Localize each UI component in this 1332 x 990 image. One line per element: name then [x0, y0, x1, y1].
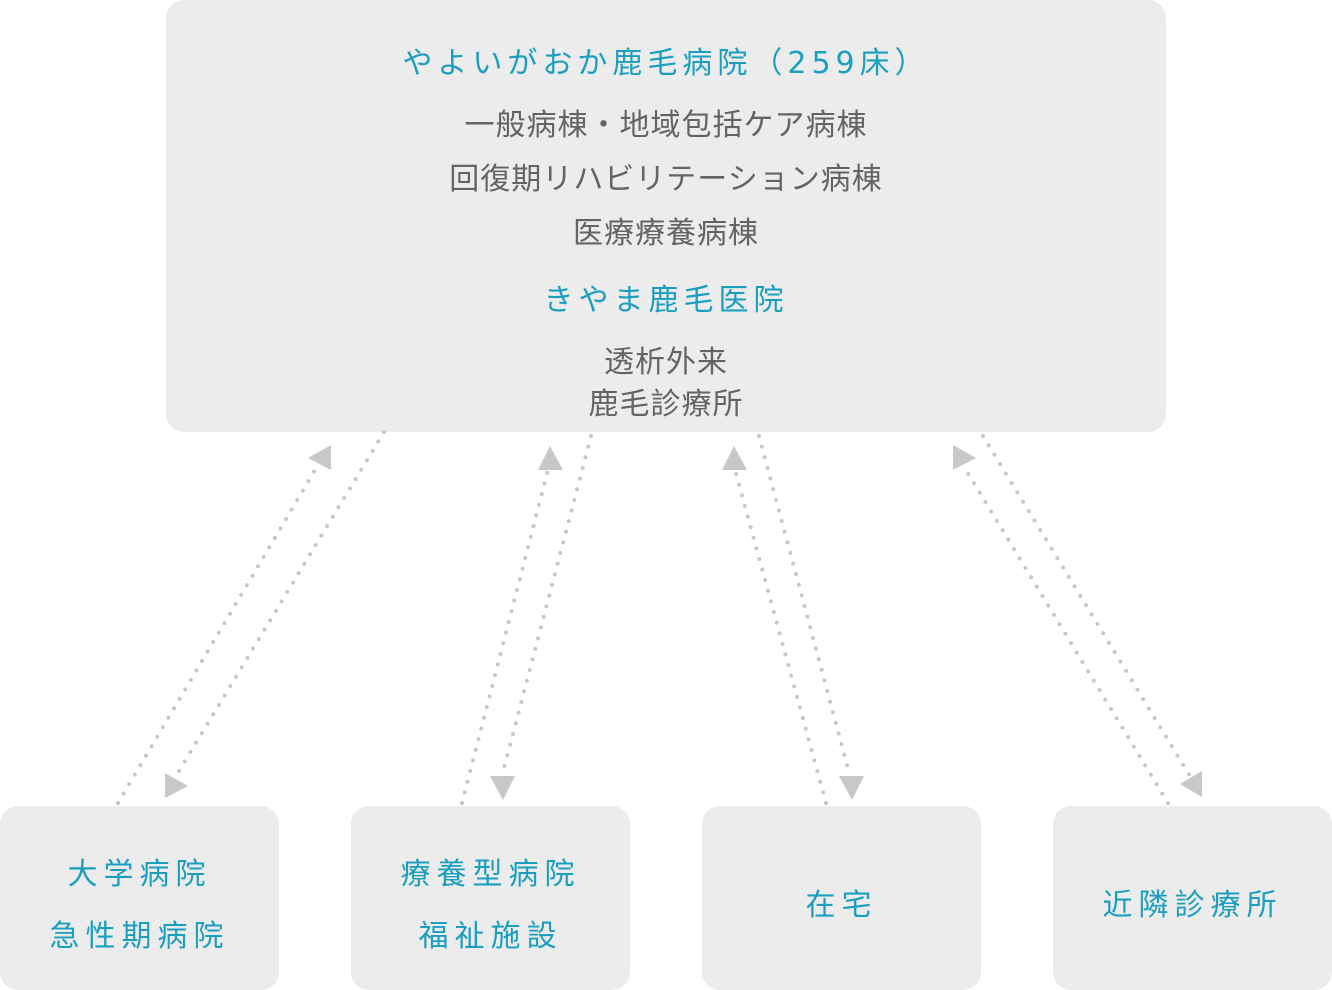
arrowhead-down-2 — [490, 776, 515, 800]
arrowhead-up-4 — [953, 445, 976, 470]
arrowhead-down-4 — [1180, 771, 1202, 797]
arrow-line-home-down — [757, 434, 852, 778]
ward-rehabilitation: 回復期リハビリテーション病棟 — [449, 162, 883, 197]
partner-home-care: 在宅 — [702, 806, 981, 990]
arrow-line-clinic-up — [964, 468, 1170, 805]
partner-nearby-clinics: 近隣診療所 — [1053, 806, 1332, 990]
arrow-line-care-down — [500, 434, 593, 778]
partner-label-line1: 大学病院 — [67, 857, 212, 892]
service-dialysis: 透析外来 — [604, 345, 728, 380]
arrowhead-up-2 — [538, 446, 563, 470]
hospital2-name: きやま鹿毛医院 — [543, 283, 789, 318]
partner-label-line1: 近隣診療所 — [1102, 888, 1283, 923]
arrowhead-down-1 — [165, 773, 188, 798]
partner-care-hospital: 療養型病院 福祉施設 — [351, 806, 630, 990]
arrow-line-university-down — [174, 430, 386, 778]
hospital1-name: やよいがおか鹿毛病院（259床） — [402, 46, 930, 81]
arrow-line-university-up — [116, 468, 317, 805]
service-clinic: 鹿毛診療所 — [588, 387, 744, 422]
arrowhead-up-1 — [308, 445, 331, 470]
main-hospital-box: やよいがおか鹿毛病院（259床） 一般病棟・地域包括ケア病棟 回復期リハビリテー… — [166, 0, 1166, 432]
arrowhead-up-3 — [722, 446, 747, 470]
arrow-line-clinic-down — [981, 434, 1192, 778]
partner-university-hospital: 大学病院 急性期病院 — [0, 806, 279, 990]
partner-label-line1: 療養型病院 — [400, 857, 581, 892]
arrow-line-care-up — [460, 468, 550, 805]
partner-label-line1: 在宅 — [805, 888, 878, 923]
arrow-line-home-up — [733, 468, 828, 805]
partner-label-line2: 福祉施設 — [418, 919, 563, 954]
ward-general: 一般病棟・地域包括ケア病棟 — [464, 108, 868, 143]
partner-label-line2: 急性期病院 — [49, 919, 230, 954]
arrowhead-down-3 — [839, 776, 864, 800]
ward-medical-care: 医療療養病棟 — [573, 216, 759, 251]
